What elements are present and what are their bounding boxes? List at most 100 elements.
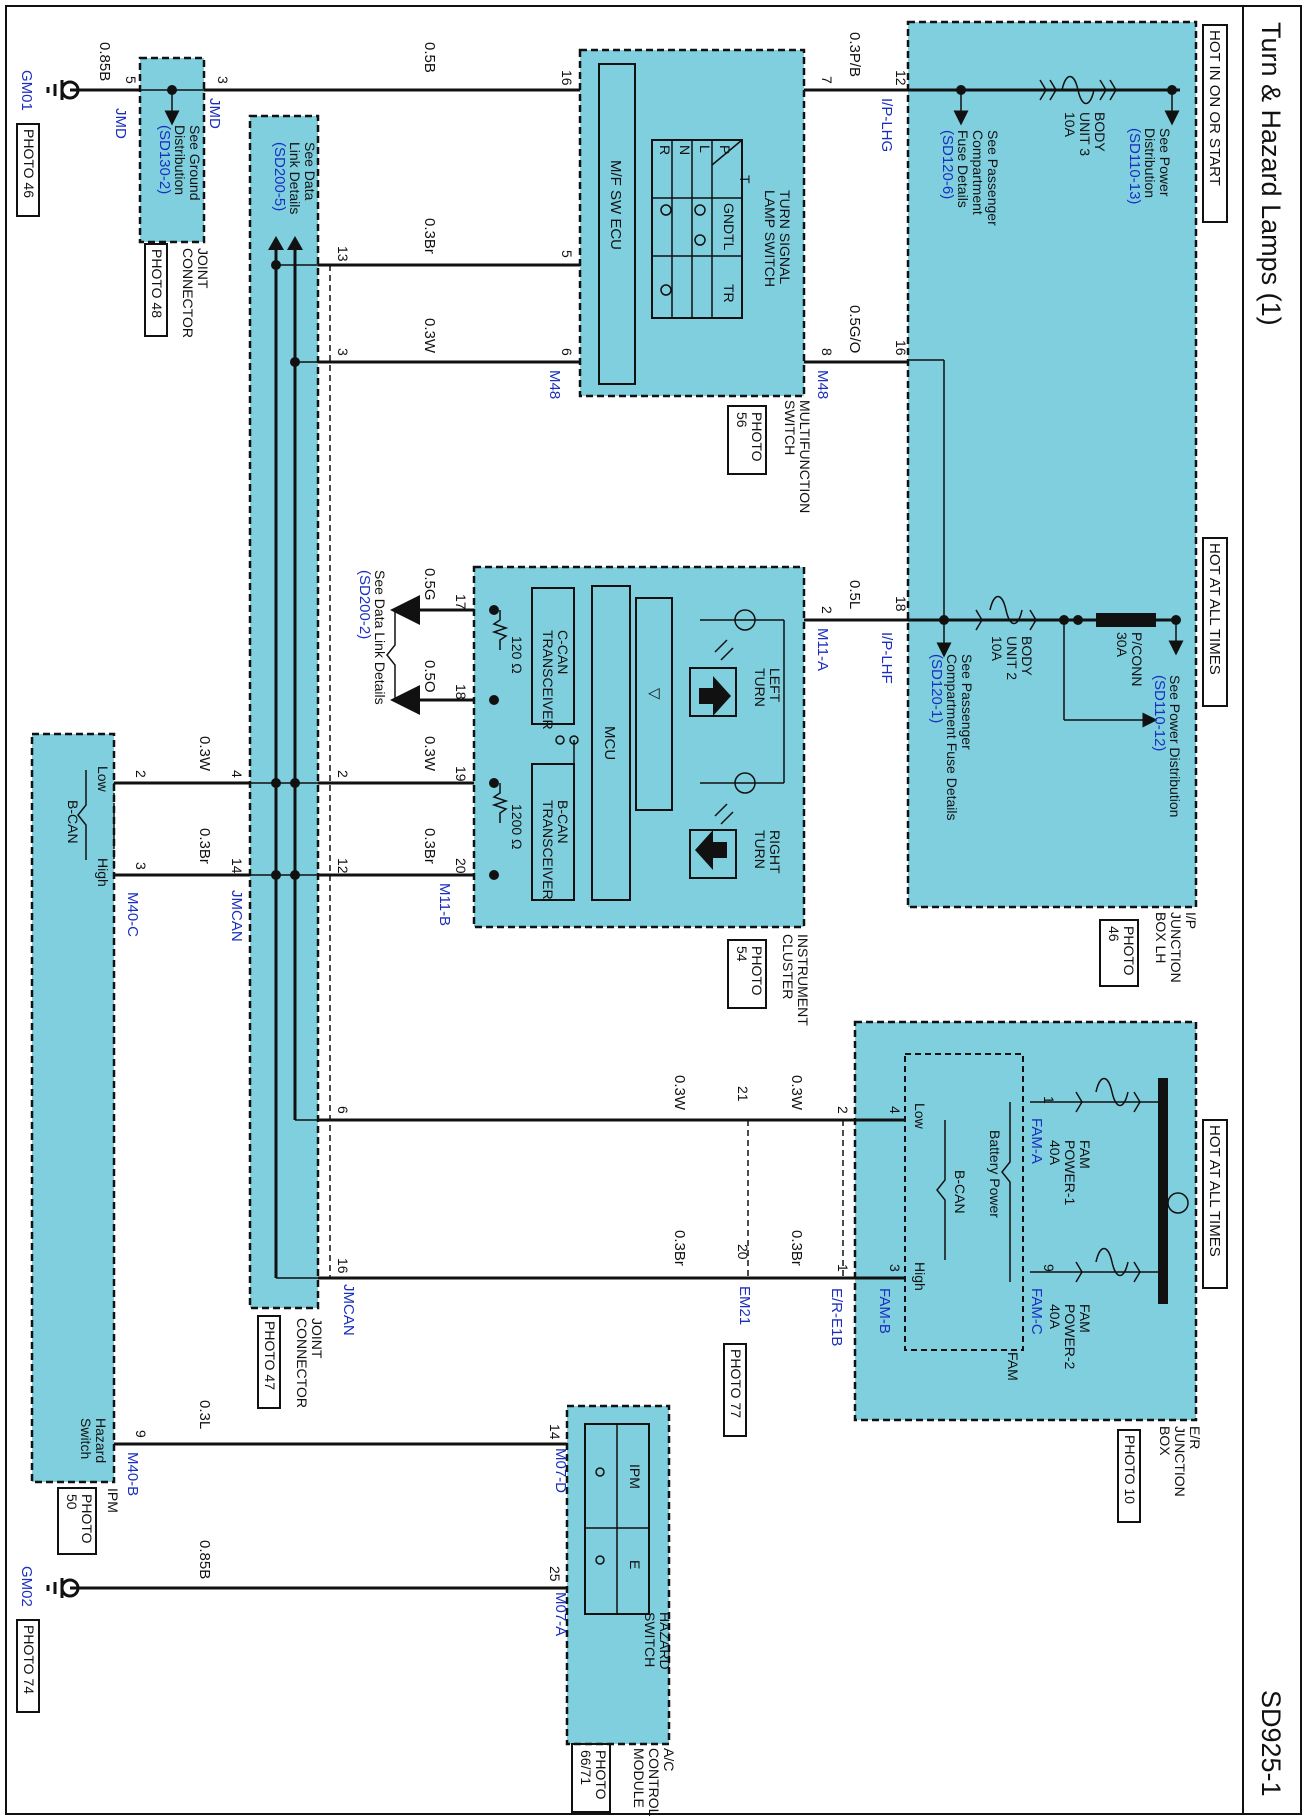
- data-link-ccan-wires: [386, 595, 474, 715]
- svg-text:2: 2: [133, 770, 149, 778]
- see-data-link-1: See Data Link Details(SD200-2): [356, 570, 388, 705]
- wire-label: 0.85B: [96, 42, 113, 81]
- svg-text:L: L: [697, 145, 713, 153]
- cluster-internals: ▽ LEFTTURN RIGHTTURN MCU C-CANTRANSCEIVE…: [489, 585, 785, 901]
- ac-module-name: A/CCONTROLMODULE: [631, 1748, 677, 1817]
- ip-junction-photo: PHOTO46: [1099, 919, 1139, 987]
- svg-text:HOT AT ALL TIMES: HOT AT ALL TIMES: [1206, 1125, 1223, 1257]
- svg-text:B-CANTRANSCEIVER: B-CANTRANSCEIVER: [540, 800, 571, 900]
- svg-text:16: 16: [559, 70, 575, 86]
- wire-jmd-to-mf: [60, 80, 908, 126]
- svg-text:5: 5: [559, 250, 575, 258]
- ip-junction-name: I/PJUNCTIONBOX LH: [1153, 912, 1199, 983]
- svg-text:PHOTO66/71: PHOTO66/71: [578, 1750, 609, 1800]
- svg-text:12: 12: [893, 70, 909, 86]
- gm01-label: GM01: [18, 70, 35, 111]
- jmcan-joint-connector-block: [248, 114, 320, 1310]
- svg-text:4: 4: [229, 770, 245, 778]
- wire-label: 0.85B: [196, 1540, 213, 1579]
- fam-inner-block: [904, 1053, 1024, 1351]
- ipm-block: [30, 732, 116, 1484]
- page-frame: [5, 5, 1302, 1815]
- wire-label: 0.3W: [196, 736, 213, 772]
- svg-text:4: 4: [887, 1106, 903, 1114]
- svg-text:PHOTO46: PHOTO46: [1106, 926, 1137, 976]
- svg-text:PHOTO 46: PHOTO 46: [21, 129, 37, 198]
- svg-text:16: 16: [893, 340, 909, 356]
- svg-text:See PassengerCompartmentFuse D: See PassengerCompartmentFuse Details(SD1…: [939, 130, 1001, 226]
- svg-text:8: 8: [819, 348, 835, 356]
- wire-label: 0.3Br: [421, 828, 438, 864]
- jmd-conn-right: JMD: [206, 98, 223, 129]
- svg-text:FAMPOWER-140A: FAMPOWER-140A: [1047, 1140, 1093, 1206]
- wire-label: 0.3L: [196, 1400, 213, 1429]
- see-data-link-2: See DataLink Details(SD200-5): [271, 142, 318, 214]
- ac-module-photo: PHOTO66/71: [571, 1743, 611, 1813]
- er-junction-photo: PHOTO 10: [1117, 1429, 1141, 1523]
- cluster-name: INSTRUMENTCLUSTER: [780, 934, 811, 1026]
- svg-text:FAMPOWER-240A: FAMPOWER-240A: [1047, 1304, 1093, 1370]
- svg-text:21: 21: [735, 1086, 751, 1102]
- wire-label: 0.3Br: [788, 1230, 805, 1266]
- svg-text:See PowerDistribution(SD110-13: See PowerDistribution(SD110-13): [1126, 128, 1173, 204]
- wire-label: 0.3W: [421, 736, 438, 772]
- svg-text:See Power Distribution(SD110-1: See Power Distribution(SD110-12): [1151, 675, 1183, 817]
- hot-in-on-or-start-label: HOT IN ON OR START: [1202, 24, 1228, 223]
- svg-text:P/CONN30A: P/CONN30A: [1114, 632, 1145, 686]
- svg-text:TL: TL: [721, 234, 737, 251]
- svg-text:LEFTTURN: LEFTTURN: [752, 668, 783, 707]
- er-junction-internals: FAMPOWER-140A FAMPOWER-240A Battery Powe…: [855, 1077, 1189, 1381]
- svg-text:2: 2: [819, 606, 835, 614]
- wire-label: 0.5O: [421, 660, 438, 693]
- wire-label: 0.3Br: [421, 218, 438, 254]
- svg-text:16: 16: [335, 1258, 351, 1274]
- jmcan-photo: PHOTO 47: [257, 1315, 281, 1409]
- jmcan-name: JOINTCONNECTOR: [294, 1318, 325, 1408]
- svg-text:PHOTO54: PHOTO54: [734, 946, 765, 996]
- gm01-ground-icon: [46, 80, 64, 100]
- multifunction-photo: PHOTO56: [727, 405, 767, 475]
- ip-junction-internals: See PowerDistribution(SD110-13) BODYUNIT…: [908, 75, 1184, 821]
- jmcan-conn-bottom: JMCAN: [340, 1284, 357, 1336]
- svg-text:PHOTO50: PHOTO50: [64, 1494, 95, 1544]
- ip-lhg-conn: I/P-LHG: [878, 98, 895, 152]
- er-junction-box-block: [853, 1020, 1198, 1422]
- jmcan-bus: [268, 236, 331, 1279]
- svg-text:RIGHTTURN: RIGHTTURN: [752, 830, 783, 874]
- jmd-photo: PHOTO 48: [144, 243, 168, 337]
- svg-text:IPM: IPM: [627, 1464, 643, 1489]
- cluster-conn-a: M11-A: [814, 628, 831, 671]
- em21-conn: EM21: [736, 1286, 753, 1325]
- svg-text:BODYUNIT 310A: BODYUNIT 310A: [1062, 112, 1108, 156]
- svg-text:14: 14: [547, 1424, 563, 1440]
- svg-text:B-CAN: B-CAN: [65, 800, 81, 844]
- ipm-internals: Low High B-CAN HazardSwitch: [65, 766, 115, 1463]
- svg-text:PHOTO 48: PHOTO 48: [149, 249, 165, 318]
- svg-text:TR: TR: [721, 284, 737, 303]
- multifunction-internals: M/F SW ECU P L N R T GND TL TR TURN SIGN…: [598, 63, 793, 385]
- svg-text:M/F SW ECU: M/F SW ECU: [607, 160, 624, 250]
- svg-text:6: 6: [335, 1106, 351, 1114]
- svg-text:N: N: [677, 145, 693, 155]
- page-title: Turn & Hazard Lamps (1): [1256, 22, 1286, 326]
- svg-text:R: R: [657, 145, 673, 155]
- svg-text:Battery Power: Battery Power: [987, 1130, 1003, 1218]
- ipm-conn-c: M40-C: [124, 892, 141, 937]
- gm01-photo: PHOTO 46: [16, 123, 40, 217]
- svg-text:17: 17: [453, 594, 469, 610]
- page-code: SD925-1: [1256, 1690, 1286, 1797]
- fam-c-conn: FAM-C: [1028, 1288, 1045, 1335]
- pin-numbers: 5 3 16 7 12 5 6 8 16 13 3 2 18 17 18 19 …: [123, 70, 1057, 1582]
- svg-text:B-CAN: B-CAN: [952, 1170, 968, 1214]
- svg-text:Low: Low: [912, 1103, 928, 1130]
- wire-label: 0.3W: [788, 1075, 805, 1111]
- svg-text:6: 6: [559, 348, 575, 356]
- jmd-conn-left: JMD: [112, 108, 129, 139]
- gm02-label: GM02: [18, 1566, 35, 1607]
- svg-text:High: High: [95, 858, 111, 887]
- gm02-ground-symbol: [46, 1578, 64, 1598]
- svg-text:GND: GND: [721, 203, 737, 234]
- svg-text:5: 5: [123, 76, 139, 84]
- gm02-photo: PHOTO 74: [16, 1619, 40, 1713]
